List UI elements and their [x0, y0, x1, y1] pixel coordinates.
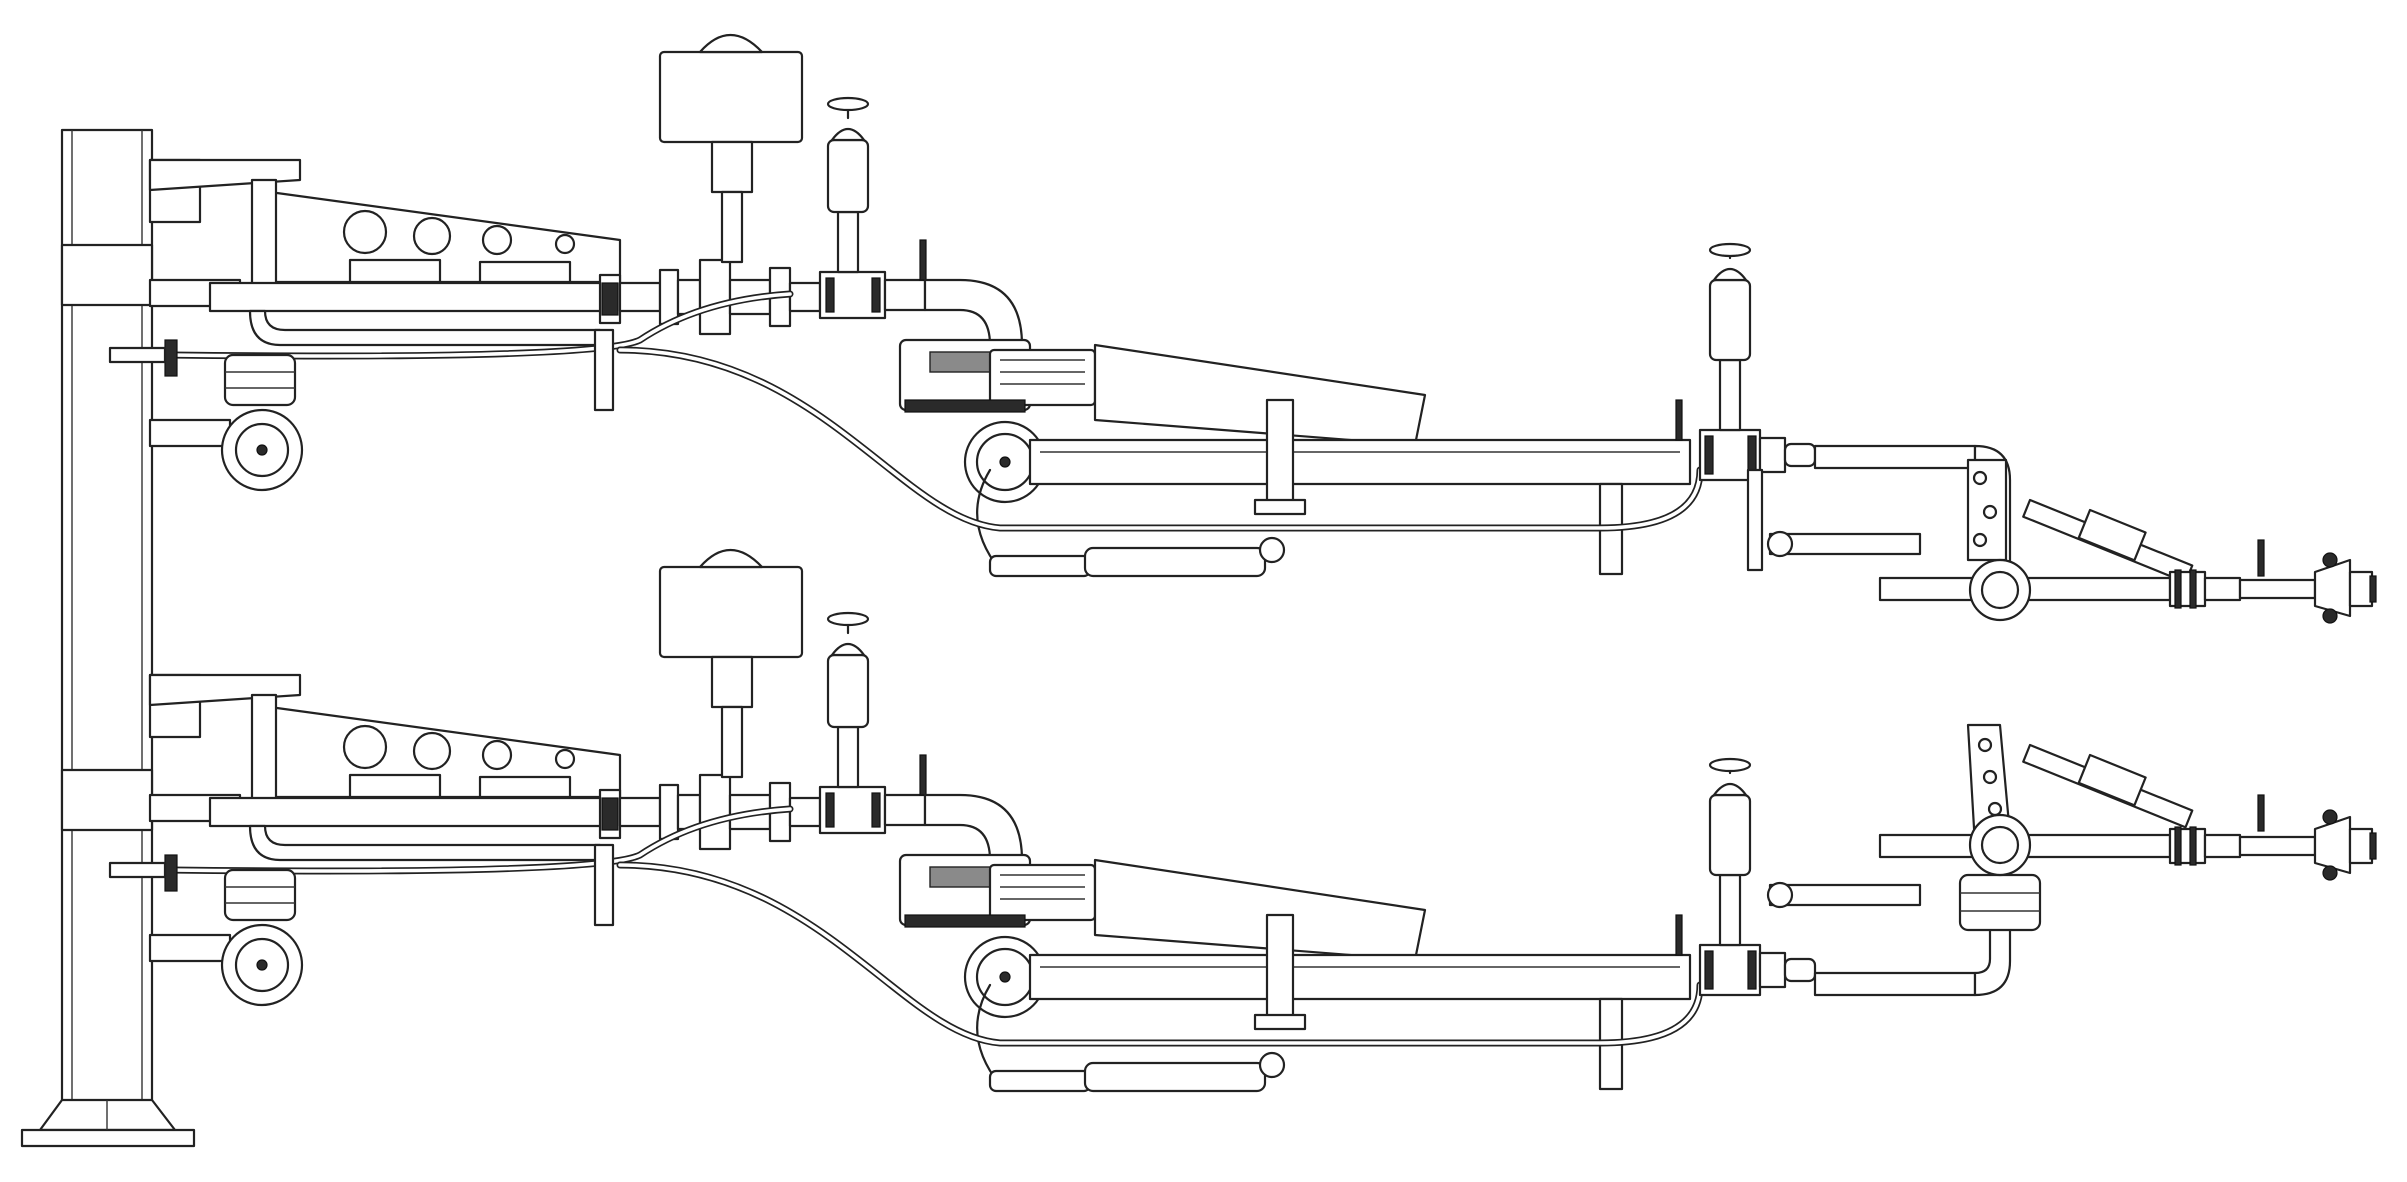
lower-loading-arm — [110, 550, 2378, 1091]
upper-loading-arm — [110, 35, 2378, 625]
support-column — [20, 128, 196, 1148]
